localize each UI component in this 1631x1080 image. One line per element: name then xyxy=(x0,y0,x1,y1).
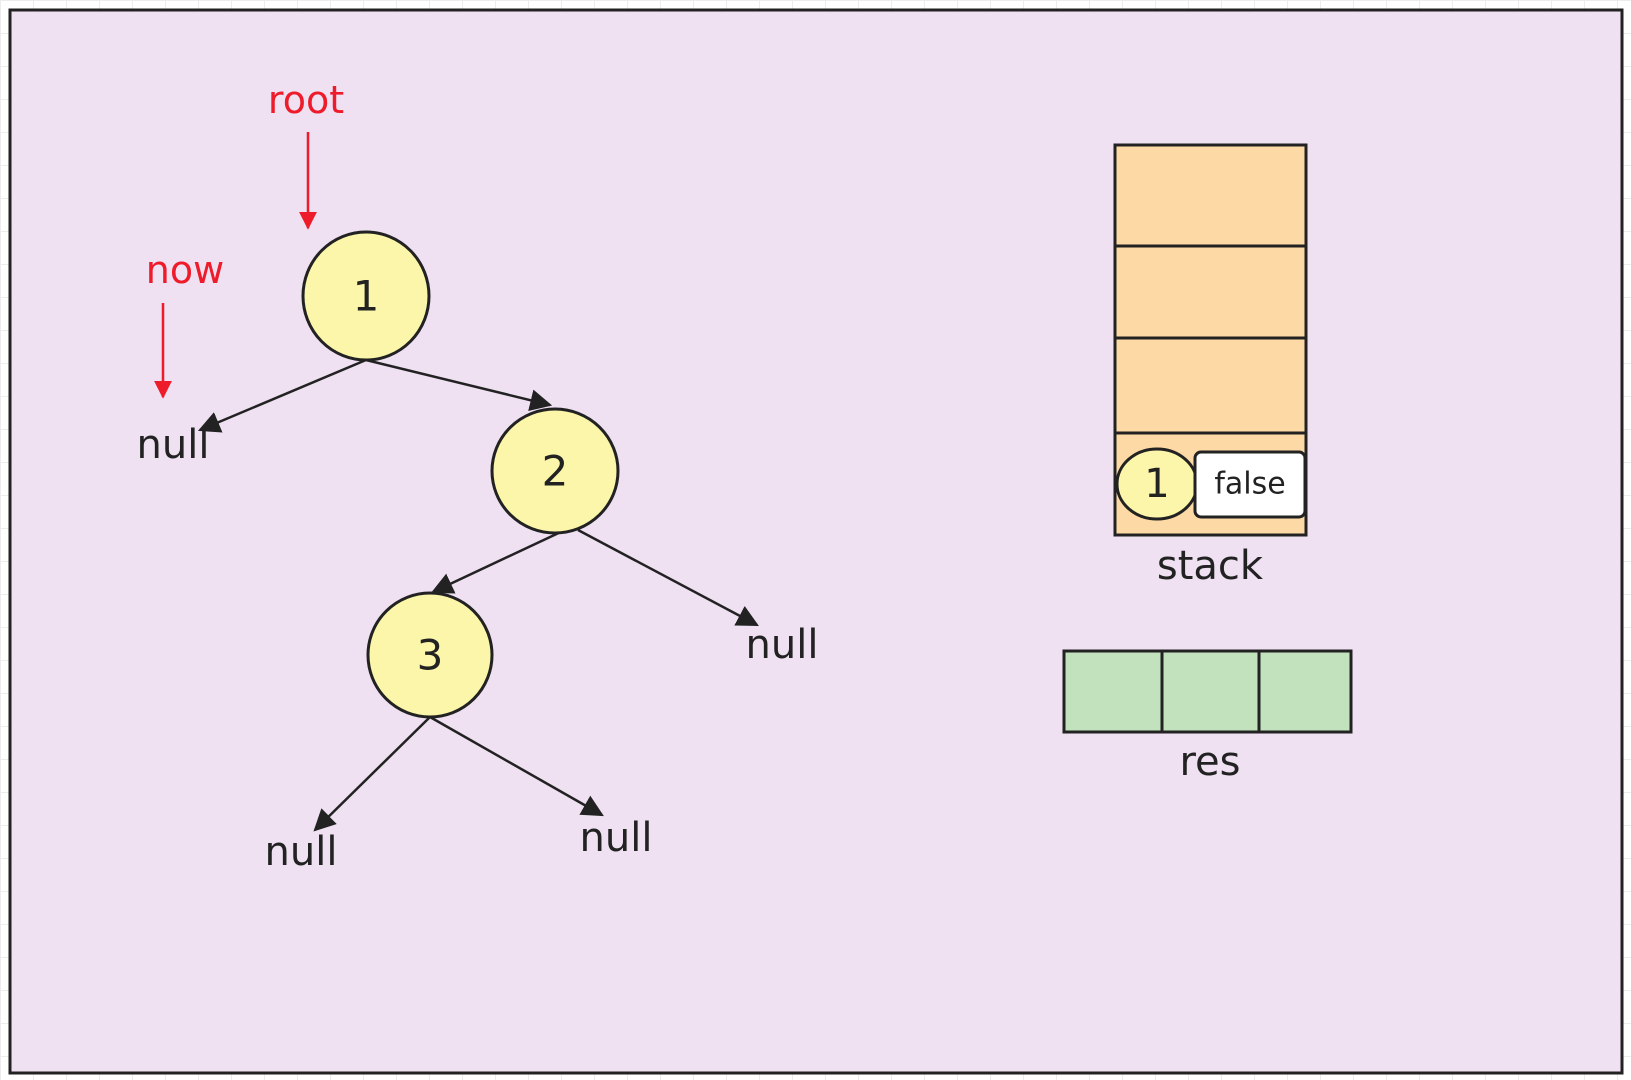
null-label-node3-right: null xyxy=(580,815,653,861)
stack-label: stack xyxy=(1157,543,1264,589)
null-label-node3-left: null xyxy=(265,829,338,875)
edge-2-to-3 xyxy=(431,528,566,594)
res-label: res xyxy=(1179,739,1240,785)
tree-edges xyxy=(197,358,759,832)
res-cell-3 xyxy=(1257,649,1353,734)
edge-2-right-null xyxy=(577,528,759,627)
tree-node-3-label: 3 xyxy=(417,631,444,680)
res-array: res xyxy=(1062,649,1353,785)
stack: 1 false stack xyxy=(1113,143,1308,589)
edge-3-right-null xyxy=(429,715,604,817)
tree-node-2: 2 xyxy=(490,407,620,535)
stack-slot-2 xyxy=(1113,336,1308,435)
tree-node-1-circle xyxy=(301,230,431,362)
diagram-frame xyxy=(8,8,1624,1075)
stack-entry: 1 false xyxy=(1115,447,1307,521)
edge-3-left-null xyxy=(313,716,431,832)
tree-node-2-circle xyxy=(490,407,620,535)
edge-1-to-2 xyxy=(365,358,553,411)
tree-node-1: 1 xyxy=(301,230,431,362)
stack-entry-flag-box xyxy=(1193,450,1307,519)
stack-entry-node-label: 1 xyxy=(1144,461,1169,507)
res-cell-1 xyxy=(1062,649,1164,734)
now-pointer-label: now xyxy=(146,248,224,292)
stack-entry-flag-label: false xyxy=(1214,467,1285,502)
edge-1-left-null xyxy=(197,358,367,433)
null-label-node2-right: null xyxy=(746,622,819,668)
root-pointer-label: root xyxy=(268,78,344,122)
stack-slot-3 xyxy=(1113,244,1308,340)
null-label-node1-left: null xyxy=(137,422,210,468)
tree-node-3: 3 xyxy=(366,591,494,719)
tree-node-1-label: 1 xyxy=(353,272,380,321)
tree-node-2-label: 2 xyxy=(542,447,569,496)
stack-slot-4 xyxy=(1113,143,1308,248)
tree-node-3-circle xyxy=(366,591,494,719)
res-cell-2 xyxy=(1160,649,1261,734)
